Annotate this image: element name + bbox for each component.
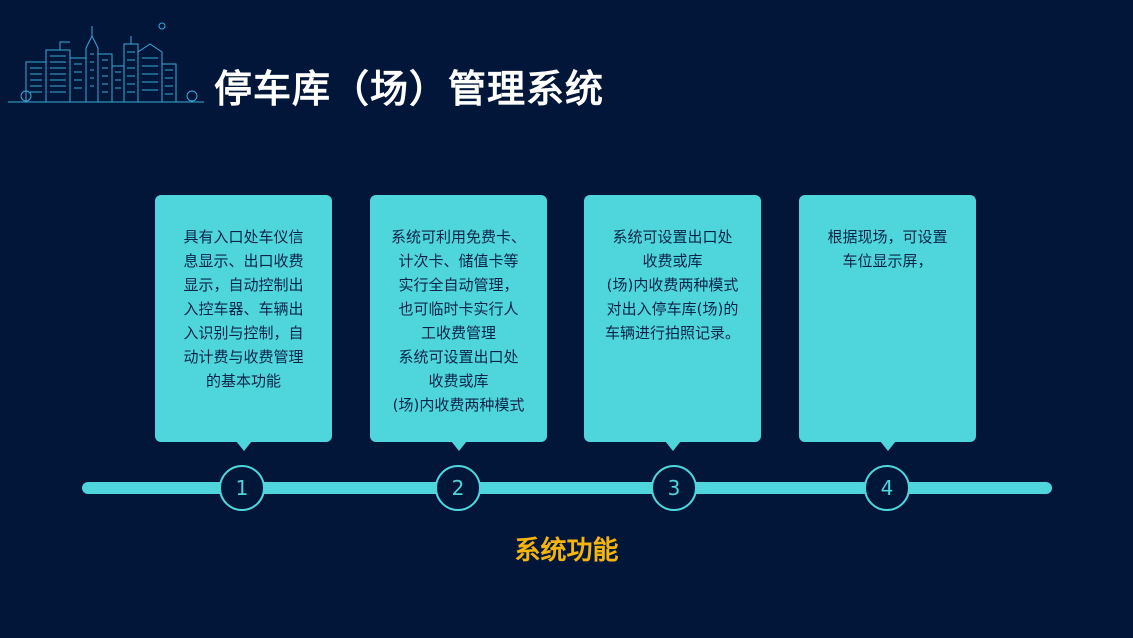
feature-card-text: 根据现场，可设置 车位显示屏，	[827, 228, 948, 270]
city-skyline-icon	[8, 22, 204, 103]
feature-card-4: 根据现场，可设置 车位显示屏，	[799, 195, 976, 451]
page-title: 停车库（场）管理系统	[214, 67, 605, 111]
feature-card-text: 系统可利用免费卡、 计次卡、储值卡等 实行全自动管理， 也可临时卡实行人 工收费…	[390, 228, 526, 414]
feature-card-2: 系统可利用免费卡、 计次卡、储值卡等 实行全自动管理， 也可临时卡实行人 工收费…	[370, 195, 547, 451]
feature-card-text: 具有入口处车仪信 息显示、出口收费 显示，自动控制出 入控车器、车辆出 入识别与…	[183, 228, 304, 390]
section-caption: 系统功能	[514, 536, 619, 566]
feature-card-3: 系统可设置出口处 收费或库 (场)内收费两种模式 对出入停车库(场)的 车辆进行…	[584, 195, 761, 451]
timeline-node-1: 1	[219, 465, 265, 511]
timeline-bar	[82, 482, 1052, 494]
feature-card-1: 具有入口处车仪信 息显示、出口收费 显示，自动控制出 入控车器、车辆出 入识别与…	[155, 195, 332, 451]
timeline-node-2: 2	[435, 465, 481, 511]
feature-card-text: 系统可设置出口处 收费或库 (场)内收费两种模式 对出入停车库(场)的 车辆进行…	[604, 228, 740, 342]
timeline-node-4: 4	[864, 465, 910, 511]
timeline-node-3: 3	[651, 465, 697, 511]
